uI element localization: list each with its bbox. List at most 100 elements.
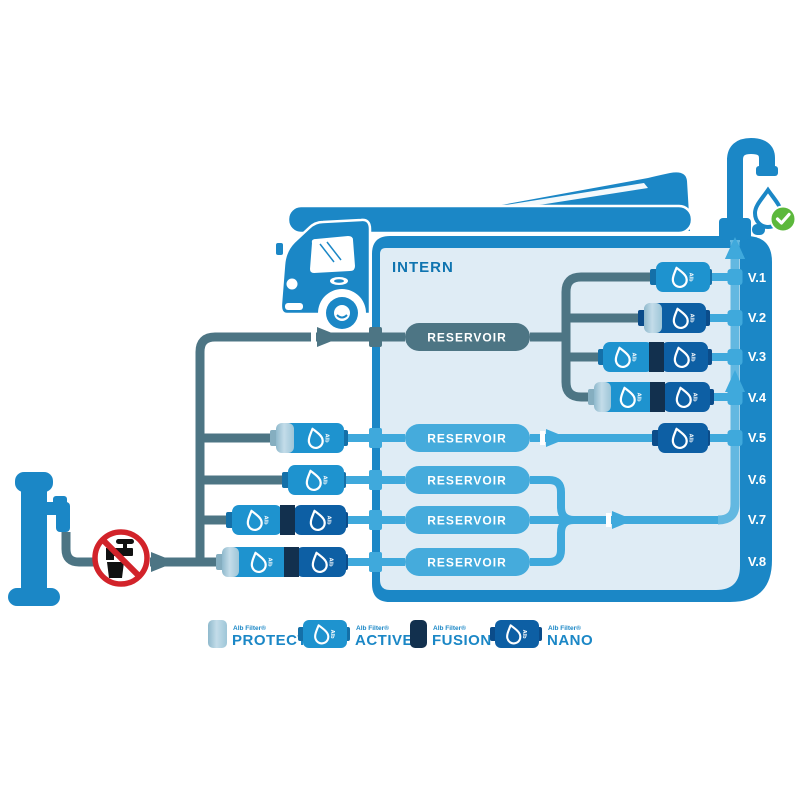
reservoir-v6: RESERVOIR <box>405 466 530 494</box>
variant-label-v5: V.5 <box>748 430 766 445</box>
variant-label-v4: V.4 <box>748 390 767 405</box>
cartridge-brand-text: Alb <box>636 393 642 403</box>
variant-label-v3: V.3 <box>748 349 766 364</box>
prohibition-stripe <box>100 537 142 579</box>
check-icon <box>775 212 791 225</box>
reservoir-label: RESERVOIR <box>427 432 506 446</box>
variant-label-v2: V.2 <box>748 310 766 325</box>
arrow-gap <box>606 513 611 527</box>
arrow-gap <box>540 431 545 445</box>
legend-swatch-protect <box>208 620 227 648</box>
cartridge-brand-text: Alb <box>324 434 330 444</box>
variant-label-v1: V.1 <box>748 270 766 285</box>
cartridge-brand-text: Alb <box>688 273 694 283</box>
intern-box: INTERN <box>372 236 772 602</box>
reservoir-v5: RESERVOIR <box>405 424 530 452</box>
reservoir-label: RESERVOIR <box>427 331 506 345</box>
arrow-riser-mid <box>725 370 745 392</box>
cartridge-brand-text: Alb <box>689 314 695 324</box>
cartridge-brand-text: Alb <box>688 434 694 444</box>
variant-label-v8: V.8 <box>748 554 766 569</box>
legend-swatch-fusion <box>410 620 427 648</box>
legend-swatch-active <box>303 620 347 648</box>
untreated-pipes <box>61 272 658 572</box>
pipe-trunk-left <box>195 332 405 562</box>
legend-brand: Alb Filter® <box>233 624 266 632</box>
variant-labels: V.1 V.2 V.3 V.4 V.5 V.6 V.7 V.8 <box>748 270 767 569</box>
front-step <box>285 303 303 310</box>
cartridge-brand-text: Alb <box>521 630 527 640</box>
pipe-v8-merge <box>530 516 575 566</box>
cartridge-brand-text: Alb <box>328 558 334 568</box>
legend-item-fusion: Alb Filter® FUSION <box>410 620 492 649</box>
legend-swatch-nano <box>495 620 539 648</box>
filter-v5-protect-active: Alb <box>270 423 348 453</box>
legend-item-protect: Alb Filter® PROTECT <box>208 620 307 649</box>
cartridge-brand-text: Alb <box>322 476 328 486</box>
filter-v4-protect-active-fusion-nano: Alb Alb <box>588 382 714 412</box>
headlight-icon <box>286 278 298 290</box>
arrow-to-reservoir <box>317 327 342 347</box>
tap-spout-flange <box>756 166 778 176</box>
reservoir-untreated: RESERVOIR <box>405 323 530 351</box>
windshield-glare <box>319 241 342 263</box>
arrow-gap <box>311 330 316 344</box>
variant-label-v6: V.6 <box>748 472 766 487</box>
filter-v5-nano: Alb <box>652 423 710 453</box>
cartridge-brand-text: Alb <box>267 558 273 568</box>
legend-item-active: Alb Alb Filter® ACTIVE <box>298 620 413 649</box>
mirror <box>276 243 283 255</box>
reservoir-v7: RESERVOIR <box>405 506 530 534</box>
cartridge-brand-text: Alb <box>631 353 637 363</box>
reservoir-label: RESERVOIR <box>427 514 506 528</box>
legend-brand: Alb Filter® <box>356 624 389 632</box>
filter-v8-protect-active-fusion-nano: Alb Alb <box>216 547 348 577</box>
door-handle-inner <box>334 279 344 283</box>
filter-v3-active-fusion-nano: Alb Alb <box>598 342 712 372</box>
reservoir-label: RESERVOIR <box>427 474 506 488</box>
pump-handle <box>53 496 67 505</box>
arrow-from-pump <box>151 552 176 572</box>
cartridge-brand-text: Alb <box>329 630 335 640</box>
wheel-hub <box>334 305 350 321</box>
pipe-pump-to-v8 <box>61 532 224 567</box>
cartridge-brand-text: Alb <box>326 516 332 526</box>
arrow-v7 <box>612 511 634 529</box>
cartridge-brand-text: Alb <box>263 516 269 526</box>
reservoir-v8: RESERVOIR <box>405 548 530 576</box>
pipe-branchtrunk-v1 <box>561 272 658 337</box>
filter-v7-active-fusion-nano: Alb Alb <box>226 505 348 535</box>
filtered-pipes <box>342 233 745 572</box>
reservoir-label: RESERVOIR <box>427 556 506 570</box>
tap-glyph <box>106 539 134 578</box>
water-pump <box>8 472 70 606</box>
wheel-hub-detail <box>336 314 348 319</box>
riser-pipe <box>717 233 740 525</box>
variant-label-v7: V.7 <box>748 512 766 527</box>
wall-sleeves <box>369 327 382 572</box>
cartridge-brand-text: Alb <box>692 393 698 403</box>
arrow-into-tap <box>725 237 745 259</box>
legend-name: ACTIVE <box>355 632 413 649</box>
tap-body <box>727 158 743 222</box>
legend-item-nano: Alb Alb Filter® NANO <box>490 620 593 649</box>
intern-label: INTERN <box>392 259 454 276</box>
output-tap <box>719 137 797 259</box>
riser-junction-sleeves <box>727 269 743 446</box>
cartridge-brand-text: Alb <box>690 353 696 363</box>
tap-base <box>719 218 751 240</box>
roof-rail <box>286 204 694 235</box>
legend-name: FUSION <box>432 632 492 649</box>
pipe-branchtrunk-v4 <box>561 337 598 402</box>
legend-name: NANO <box>547 632 593 649</box>
pump-spout-elbow <box>56 502 70 532</box>
legend-brand: Alb Filter® <box>548 624 581 632</box>
filter-v2-protect-nano: Alb <box>638 303 710 333</box>
no-drinking-water-sign <box>92 529 150 587</box>
legend: Alb Filter® PROTECT Alb Alb Filter® ACTI… <box>208 620 593 649</box>
legend-brand: Alb Filter® <box>433 624 466 632</box>
windshield <box>310 236 355 273</box>
filter-v1-active: Alb <box>650 262 712 292</box>
